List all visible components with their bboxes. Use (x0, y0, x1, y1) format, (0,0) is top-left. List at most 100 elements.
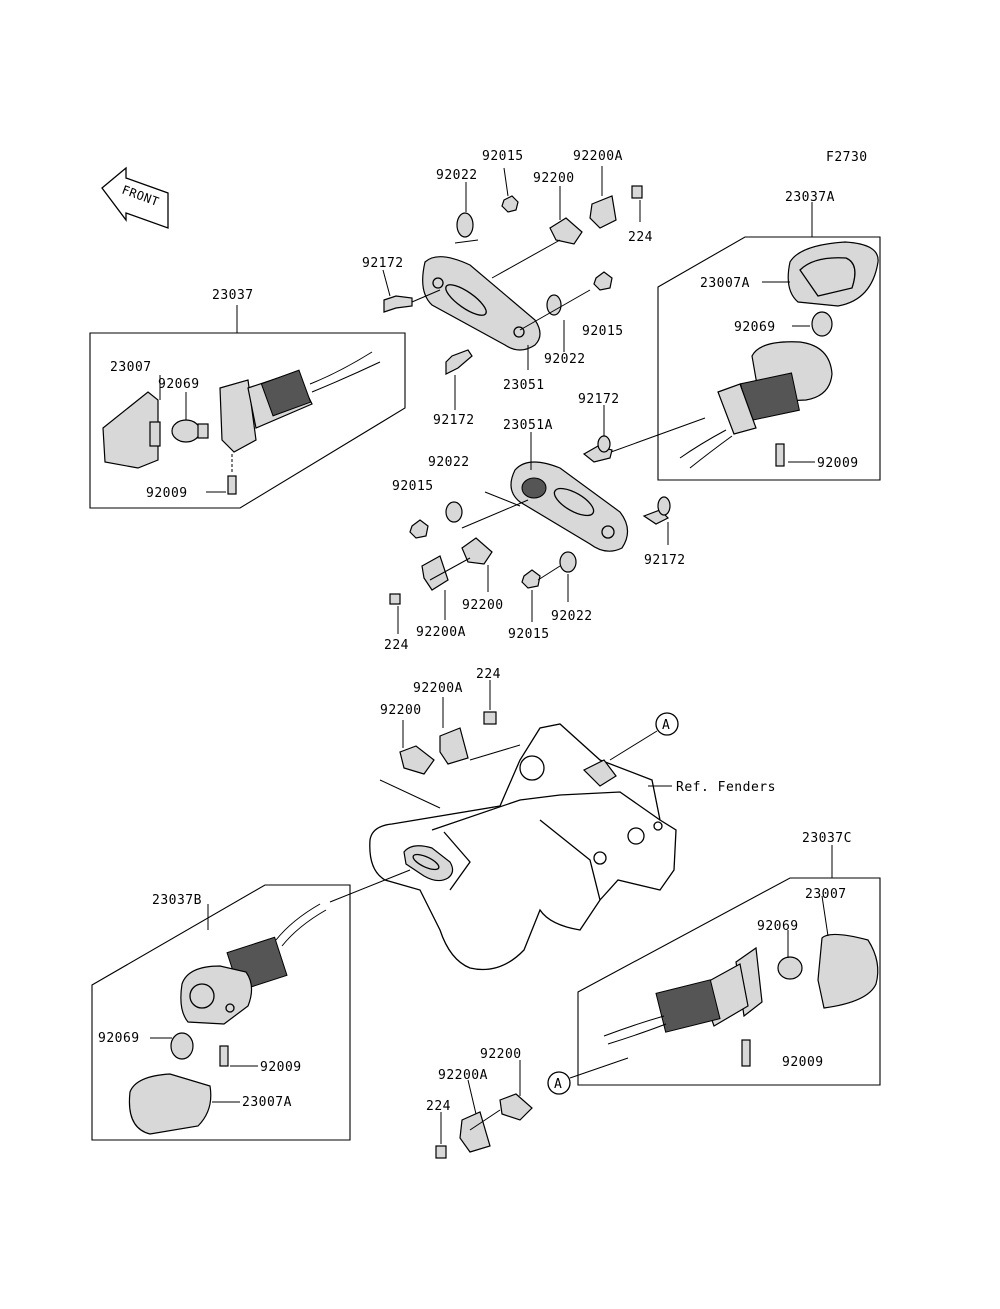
callout-box-23037B (91, 884, 351, 1141)
label-224-e: 224 (476, 667, 501, 682)
bulb-92069-right (811, 311, 833, 337)
clip-92200A-h (459, 1111, 491, 1153)
label-92022-d: 92022 (428, 455, 470, 470)
screw-92172-lower (445, 349, 473, 375)
group-23051: 92015 92200A 92022 92200 224 92172 92015… (362, 149, 653, 428)
label-92015: 92015 (482, 149, 524, 164)
label-224-d: 224 (384, 638, 409, 653)
bolt-224-d (389, 593, 401, 605)
lens-clip (149, 421, 161, 447)
label-92069-c: 92069 (757, 919, 799, 934)
label-23007-c: 23007 (805, 887, 847, 902)
lens-23007A (787, 241, 879, 307)
label-92200A-d: 92200A (416, 625, 466, 640)
lens-23007A-b (128, 1073, 212, 1135)
label-92172-d-right: 92172 (644, 553, 686, 568)
ref-marker-a-top-text: A (662, 718, 670, 733)
label-92015-d-bottom: 92015 (508, 627, 550, 642)
label-92022: 92022 (436, 168, 478, 183)
plate-92200-h (499, 1093, 533, 1121)
label-92200-d: 92200 (462, 598, 504, 613)
group-23037: 23037 23007 92069 92009 (89, 288, 406, 509)
lens-23007-c (817, 933, 879, 1009)
bolt-224-h (435, 1145, 447, 1159)
label-92015-d: 92015 (392, 479, 434, 494)
washer-92022 (456, 212, 474, 238)
label-92172-lower: 92172 (433, 413, 475, 428)
label-92069-b: 92069 (98, 1031, 140, 1046)
callout-box-23037 (89, 332, 406, 509)
label-23007A-b: 23007A (242, 1095, 292, 1110)
plate-92200-e (399, 745, 435, 775)
screw-92009-right (775, 443, 785, 467)
housing-23037 (219, 379, 257, 453)
bolt-224 (631, 185, 643, 199)
clip-92200A (589, 195, 617, 229)
nut-92015 (501, 195, 519, 213)
label-92200-h: 92200 (480, 1047, 522, 1062)
label-23037C: 23037C (802, 831, 852, 846)
bolt-224-e (483, 711, 497, 725)
label-92200A: 92200A (573, 149, 623, 164)
label-23037B: 23037B (152, 893, 202, 908)
label-23037A: 23037A (785, 190, 835, 205)
group-23051A: 92172 23051A 92022 92015 92172 92200 920… (384, 392, 686, 653)
fender-bracket (369, 723, 677, 971)
nut-92015-right (593, 271, 613, 291)
label-92022-d-right: 92022 (551, 609, 593, 624)
bulb-92069-c (777, 956, 803, 980)
clip-92200A-d (421, 555, 449, 591)
wire-lead-23037B (275, 903, 327, 947)
rubber-grommet (260, 369, 312, 417)
screw-92009-b (219, 1045, 229, 1067)
wire-lead (309, 351, 381, 393)
callout-box-23037A (657, 236, 881, 481)
label-92069: 92069 (158, 377, 200, 392)
label-92200A-h: 92200A (438, 1068, 488, 1083)
label-23051: 23051 (503, 378, 545, 393)
callout-box-23037C (577, 877, 881, 1086)
label-92022-right: 92022 (544, 352, 586, 367)
label-92200-e: 92200 (380, 703, 422, 718)
label-92009: 92009 (146, 486, 188, 501)
label-92009-right: 92009 (817, 456, 859, 471)
group-lower-clips: A 92200 92200A 224 (426, 1047, 629, 1159)
ref-marker-a-bottom-text: A (554, 1077, 562, 1092)
ref-marker-a-bottom (547, 1071, 571, 1095)
label-23007: 23007 (110, 360, 152, 375)
screw-92009 (227, 475, 237, 495)
label-23051A: 23051A (503, 418, 553, 433)
label-92009-b: 92009 (260, 1060, 302, 1075)
label-92200: 92200 (533, 171, 575, 186)
lens-23007 (102, 391, 159, 469)
wire-lead-23037A (679, 429, 733, 469)
group-23037C: 23037C 23007 92069 92009 (577, 831, 881, 1086)
ref-fenders-text: Ref. Fenders (676, 780, 776, 795)
front-arrow-icon: FRONT (101, 166, 169, 229)
clip-92200A-e (439, 727, 469, 765)
group-23037A: 23037A 23007A 92069 92009 (657, 190, 881, 481)
nut-92015-d-bottom (521, 569, 541, 589)
group-23037B: 23037B 92069 92009 23007A (91, 869, 411, 1141)
label-92172: 92172 (362, 256, 404, 271)
plate-92200 (549, 217, 583, 245)
label-224: 224 (628, 230, 653, 245)
bulb-92069-b (170, 1032, 194, 1060)
label-224-h: 224 (426, 1099, 451, 1114)
label-92069-right: 92069 (734, 320, 776, 335)
label-92200A-e: 92200A (413, 681, 463, 696)
washer-92022-right (546, 294, 562, 316)
label-92015-right: 92015 (582, 324, 624, 339)
label-92009-c: 92009 (782, 1055, 824, 1070)
washer-92022-d (445, 501, 463, 523)
washer-92022-d-right (559, 551, 577, 573)
screw-92172 (383, 295, 413, 313)
housing-23037B (180, 965, 253, 1025)
figure-code: F2730 (826, 150, 868, 165)
front-arrow-label: FRONT (120, 183, 161, 209)
grommet-23037C (655, 979, 721, 1033)
ref-marker-a-top (655, 712, 679, 736)
wire-lead-23037C (603, 1015, 667, 1045)
